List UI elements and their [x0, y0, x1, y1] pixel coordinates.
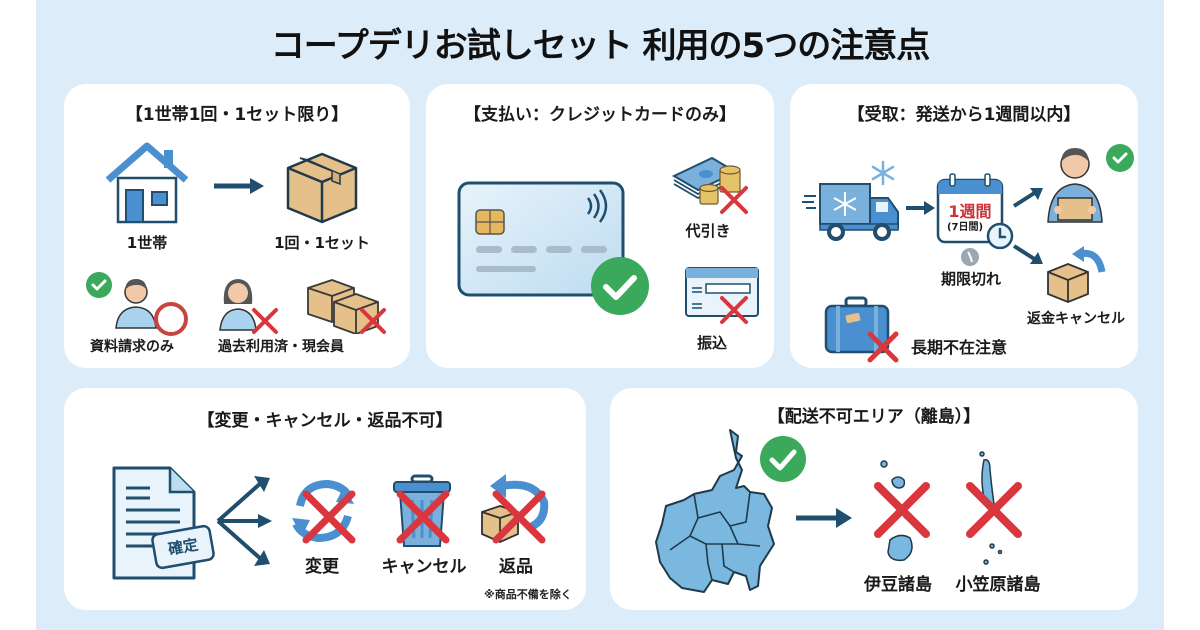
cross-icon [718, 184, 750, 216]
cross-icon [300, 488, 358, 546]
label-ogasawara: 小笠原諸島 [955, 575, 1041, 595]
cross-icon [490, 488, 548, 546]
circle-ok-icon [152, 300, 190, 338]
return-box-icon [1046, 244, 1108, 304]
label-transfer: 振込 [696, 334, 727, 352]
cross-icon [872, 480, 932, 540]
check-icon [86, 272, 112, 298]
label-change: 変更 [305, 557, 339, 577]
card-title: 【変更・キャンセル・返品不可】 [197, 411, 453, 431]
label-return: 返品 [499, 557, 533, 577]
person-woman-icon [216, 274, 260, 332]
card-payment: 【支払い：クレジットカードのみ】 代引き 振込 [426, 84, 774, 368]
check-icon [760, 436, 806, 482]
arrow-up-right-icon [1012, 186, 1044, 208]
suitcase-icon [824, 296, 890, 354]
expired-clock-icon [961, 248, 979, 266]
calendar-label-main: 1週間 [948, 202, 992, 221]
cross-icon [394, 488, 452, 546]
label-household: 1世帯 [126, 234, 168, 252]
infographic-canvas: コープデリお試しセット 利用の5つの注意点 【1世帯1回・1セット限り】 1世帯… [36, 0, 1164, 630]
island-icon [876, 456, 928, 564]
stamp-icon [149, 523, 217, 571]
kanto-map-icon [650, 426, 780, 598]
card-no-delivery-area: 【配送不可エリア（離島）】 伊豆諸島 小笠原諸島 [610, 388, 1138, 610]
card-title: 【支払い：クレジットカードのみ】 [464, 105, 736, 125]
refrigerated-truck-icon [802, 178, 902, 244]
house-icon [102, 140, 192, 224]
cross-icon [358, 306, 388, 336]
label-past-or-member: 過去利用済・現会員 [218, 339, 344, 355]
card-title: 【1世帯1回・1セット限り】 [125, 105, 349, 125]
transfer-form-icon [684, 266, 760, 318]
calendar-icon [936, 172, 1004, 244]
check-icon [1106, 144, 1134, 172]
label-inquiry-only: 資料請求のみ [90, 339, 174, 355]
cross-icon [964, 480, 1024, 540]
clock-icon [986, 222, 1014, 250]
arrow-right-icon [212, 176, 266, 196]
person-receiving-box-icon [1046, 142, 1104, 224]
label-refund-cancel: 返金キャンセル [1027, 311, 1125, 327]
card-title: 【受取：発送から1週間以内】 [847, 105, 1081, 125]
label-cod: 代引き [685, 222, 731, 240]
cross-icon [250, 306, 280, 336]
arrow-down-right-icon [1012, 244, 1044, 266]
card-one-household: 【1世帯1回・1セット限り】 1世帯 1回・1セット [64, 84, 410, 368]
boxes-icon [304, 274, 382, 334]
label-long-absence: 長期不在注意 [910, 338, 1007, 357]
return-box-icon [478, 472, 550, 546]
cross-icon [718, 294, 750, 326]
cross-icon [866, 330, 900, 364]
box-icon [282, 146, 362, 226]
label-expired: 期限切れ [940, 270, 1001, 288]
card-no-change: 【変更・キャンセル・返品不可】 確定 変更 キャンセル 返品 [64, 388, 586, 610]
label-cancel: キャンセル [381, 557, 467, 577]
calendar-label-sub: (7日間) [946, 222, 984, 233]
card-title: 【配送不可エリア（離島）】 [767, 407, 981, 427]
arrow-right-icon [794, 506, 854, 530]
cash-coins-icon [672, 150, 744, 210]
island-icon [964, 450, 1024, 570]
label-izu: 伊豆諸島 [864, 575, 932, 595]
exception-note: ※商品不備を除く [484, 588, 572, 601]
arrow-right-icon [904, 200, 936, 216]
credit-card-icon [456, 180, 626, 298]
card-receive: 【受取：発送から1週間以内】 1週間 (7日間) 期限切れ [790, 84, 1138, 368]
page-title: コープデリお試しセット 利用の5つの注意点 [270, 26, 930, 66]
branch-arrows-icon [214, 474, 272, 568]
label-one-set: 1回・1セット [274, 234, 370, 252]
snowflake-icon [870, 160, 896, 186]
check-icon [590, 256, 650, 316]
